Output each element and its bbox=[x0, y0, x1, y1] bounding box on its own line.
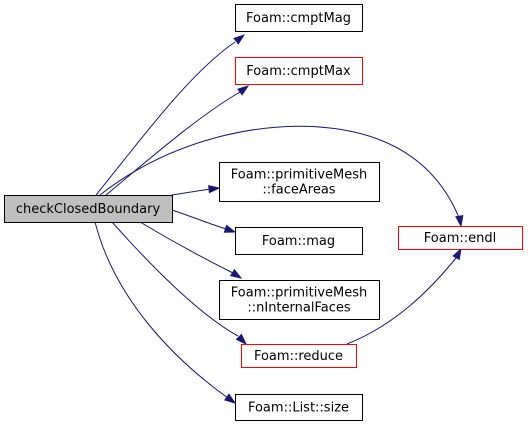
node-root[interactable]: checkClosedBoundary bbox=[4, 195, 173, 223]
arrowhead-reduce-to-endl bbox=[452, 247, 462, 261]
edge-root-to-reduce bbox=[111, 221, 239, 337]
arrowhead-root-to-cmptMag bbox=[233, 34, 246, 45]
node-cmptMag[interactable]: Foam::cmptMag bbox=[235, 4, 363, 32]
edge-root-to-faceAreas bbox=[171, 188, 211, 196]
node-label: Foam::primitiveMesh bbox=[231, 286, 367, 301]
edge-root-to-endl bbox=[99, 125, 461, 221]
node-mag[interactable]: Foam::mag bbox=[235, 227, 363, 255]
arrowhead-root-to-cmptMax bbox=[237, 85, 250, 96]
node-faceAreas[interactable]: Foam::primitiveMesh::faceAreas bbox=[219, 162, 380, 202]
node-box bbox=[398, 226, 523, 250]
edge-reduce-to-endl bbox=[346, 257, 457, 345]
arrowhead-root-to-mag bbox=[223, 224, 237, 233]
edge-root-to-nInternalFaces bbox=[139, 221, 234, 274]
node-nInternalFaces[interactable]: Foam::primitiveMesh::nInternalFaces bbox=[219, 280, 380, 320]
node-cmptMax[interactable]: Foam::cmptMax bbox=[235, 57, 363, 85]
node-box bbox=[235, 394, 363, 421]
arrowhead-root-to-faceAreas bbox=[208, 184, 221, 194]
node-label: ::nInternalFaces bbox=[247, 301, 350, 316]
node-label: Foam::endl bbox=[424, 231, 496, 246]
node-endl[interactable]: Foam::endl bbox=[398, 226, 523, 250]
node-size[interactable]: Foam::List::size bbox=[235, 394, 363, 421]
node-box bbox=[235, 57, 363, 85]
node-box bbox=[235, 4, 363, 32]
node-label: Foam::List::size bbox=[248, 401, 349, 416]
node-box bbox=[219, 280, 380, 320]
arrowhead-root-to-endl bbox=[455, 214, 464, 228]
node-reduce[interactable]: Foam::reduce bbox=[241, 344, 357, 368]
edge-root-to-cmptMax bbox=[105, 91, 241, 196]
node-label: Foam::mag bbox=[262, 234, 335, 249]
arrowhead-root-to-reduce bbox=[235, 333, 248, 346]
node-label: Foam::cmptMax bbox=[246, 64, 351, 79]
node-box bbox=[219, 162, 380, 202]
edge-root-to-mag bbox=[171, 209, 227, 230]
node-label: Foam::primitiveMesh bbox=[231, 168, 367, 183]
node-box bbox=[241, 344, 357, 368]
node-label: Foam::reduce bbox=[254, 349, 343, 364]
arrowhead-root-to-size bbox=[223, 393, 237, 404]
arrowhead-root-to-nInternalFaces bbox=[229, 268, 243, 279]
node-label: Foam::cmptMag bbox=[246, 11, 351, 26]
root-node-box bbox=[4, 195, 173, 223]
edge-root-to-size bbox=[94, 221, 229, 399]
edges-layer bbox=[94, 34, 464, 404]
edge-root-to-cmptMag bbox=[95, 41, 236, 196]
node-label: checkClosedBoundary bbox=[16, 202, 161, 217]
nodes-layer: checkClosedBoundary Foam::cmptMagFoam::cm… bbox=[4, 4, 523, 421]
node-box bbox=[235, 227, 363, 255]
node-label: ::faceAreas bbox=[262, 183, 335, 198]
